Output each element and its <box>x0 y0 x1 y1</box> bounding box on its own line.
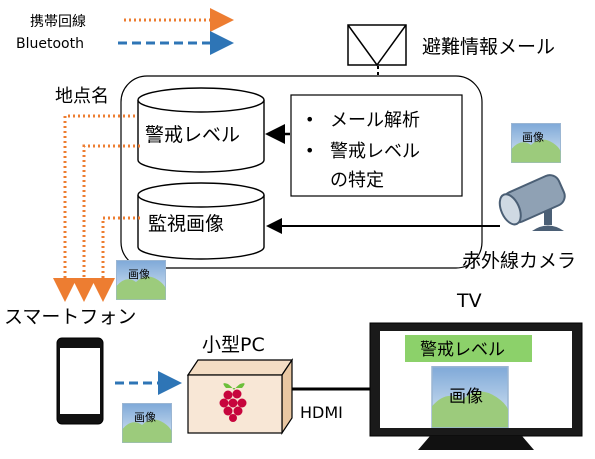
tv-alert-banner <box>405 335 532 362</box>
legend-carrier-label: 携帯回線 <box>30 14 86 30</box>
camera-image-thumbnail: 画像 <box>511 123 561 163</box>
db-monitor-cylinder: 監視画像 <box>137 182 265 260</box>
camera-label: 赤外線カメラ <box>462 250 576 272</box>
db-monitor-label: 監視画像 <box>148 213 224 235</box>
db-alert-label: 警戒レベル <box>145 124 240 146</box>
pc-image-label: 画像 <box>134 411 156 424</box>
process-item-3: の特定 <box>330 170 384 191</box>
location-label: 地点名 <box>55 86 109 107</box>
pc-image-thumbnail: 画像 <box>122 403 172 443</box>
smartphone-label: スマートフォン <box>4 306 136 328</box>
raspberry-logo-icon <box>219 383 247 422</box>
process-box: • メール解析 • 警戒レベル の特定 <box>290 94 463 197</box>
phone-image-thumbnail: 画像 <box>116 260 166 300</box>
process-bullet-1: • <box>305 110 314 129</box>
email-node: 避難情報メール <box>347 24 555 92</box>
carrier-links <box>53 114 140 302</box>
tv-alert-label: 警戒レベル <box>420 340 505 360</box>
tv-image: 画像 <box>431 366 509 428</box>
tv-set: 警戒レベル 画像 <box>369 322 583 450</box>
envelope-icon <box>347 24 407 67</box>
phone-image-label: 画像 <box>128 268 150 281</box>
carrier-line-alert <box>72 144 140 302</box>
carrier-line-location <box>53 114 135 302</box>
tv-label: TV <box>456 290 482 312</box>
smartphone-icon <box>56 337 104 425</box>
ir-camera-icon <box>498 174 566 231</box>
process-bullet-2: • <box>305 141 314 160</box>
tv-image-label: 画像 <box>449 387 483 407</box>
email-label: 避難情報メール <box>422 36 555 58</box>
process-item-1: メール解析 <box>330 110 420 131</box>
camera-image-label: 画像 <box>522 131 544 144</box>
carrier-line-monitor <box>91 216 140 302</box>
process-item-2: 警戒レベル <box>330 141 420 162</box>
legend-bluetooth-label: Bluetooth <box>16 36 84 52</box>
pc-label: 小型PC <box>202 334 265 356</box>
db-alert-cylinder: 警戒レベル <box>137 87 265 173</box>
hdmi-label: HDMI <box>300 403 343 422</box>
legend: 携帯回線 Bluetooth <box>16 8 234 55</box>
